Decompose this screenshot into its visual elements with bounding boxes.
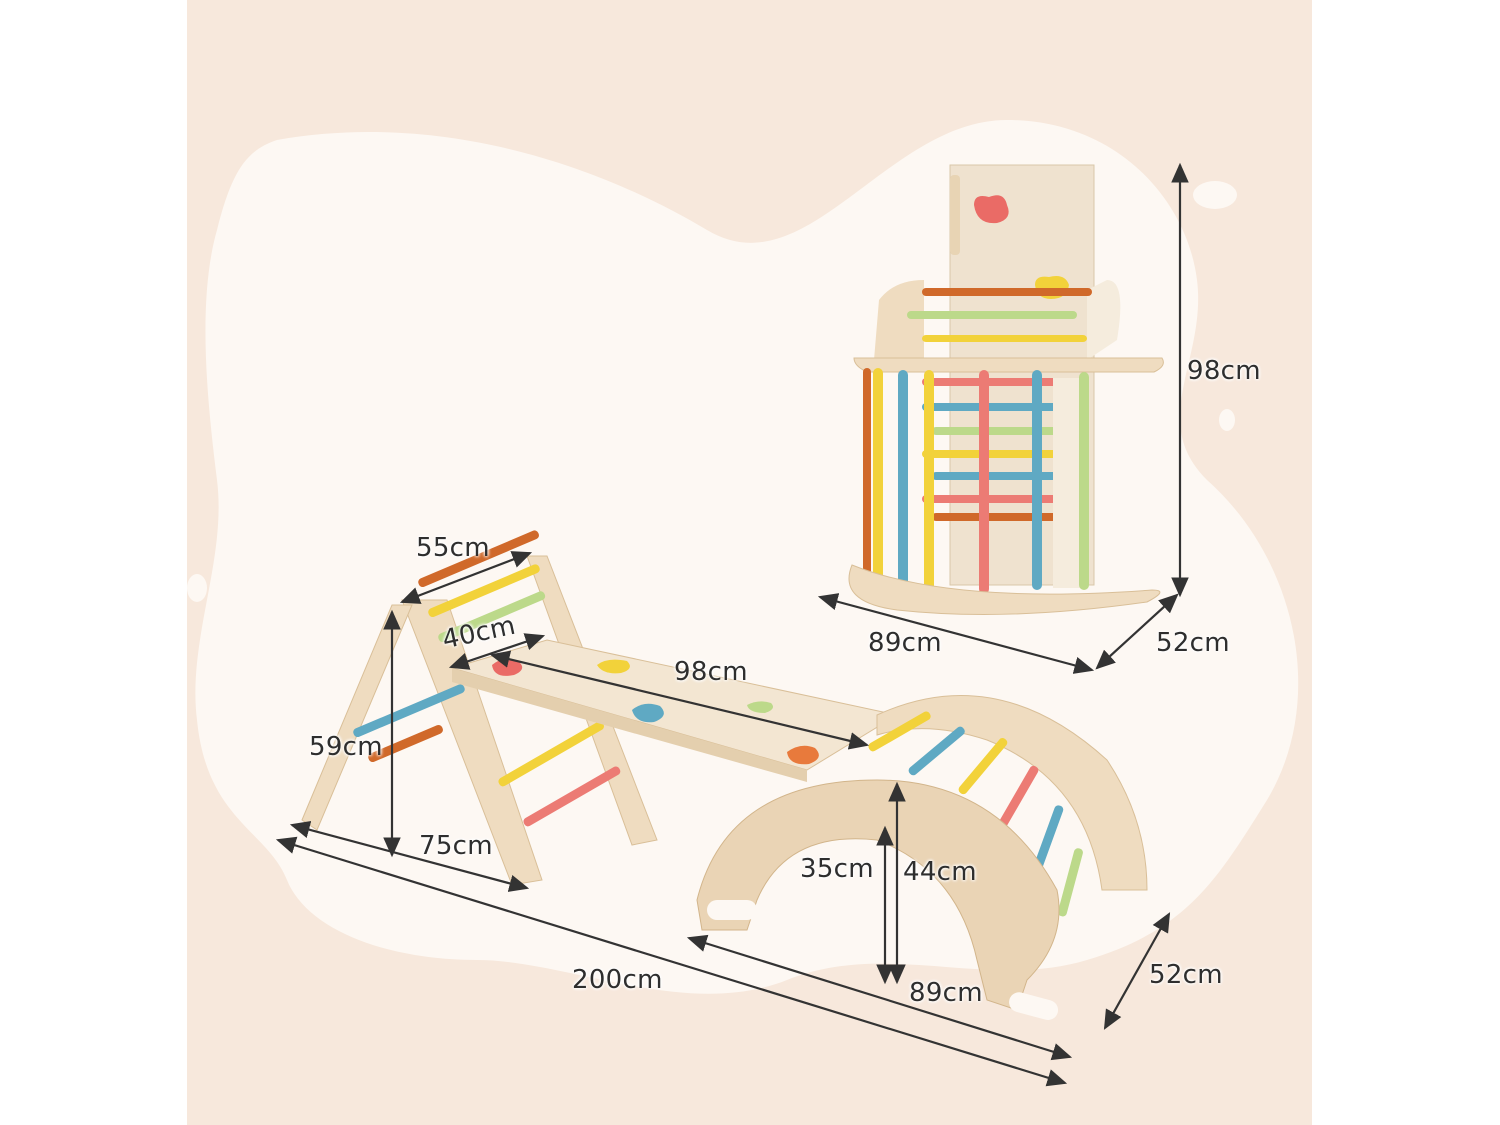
arch-depth-label: 52cm	[1149, 960, 1223, 990]
tower-height-label: 98cm	[1187, 356, 1261, 386]
triangle-top-label: 55cm	[416, 533, 490, 563]
triangle-height-label: 59cm	[309, 732, 383, 762]
dimension-arrows	[275, 162, 1189, 1087]
total-length-label: 200cm	[572, 965, 663, 995]
arch-length-label: 89cm	[909, 978, 983, 1008]
triangle-base-label: 75cm	[419, 831, 493, 861]
tower-width-label: 89cm	[868, 628, 942, 658]
ramp-length-label: 98cm	[674, 657, 748, 687]
tower-depth-label: 52cm	[1156, 628, 1230, 658]
product-dimension-image: 98cm 89cm 52cm 55cm 40cm 98cm 59cm 75cm …	[187, 0, 1312, 1125]
arch-inner-height-label: 35cm	[800, 854, 874, 884]
climbing-tower	[848, 164, 1164, 615]
illustration	[187, 120, 1299, 1087]
arch-height-label: 44cm	[903, 857, 977, 887]
